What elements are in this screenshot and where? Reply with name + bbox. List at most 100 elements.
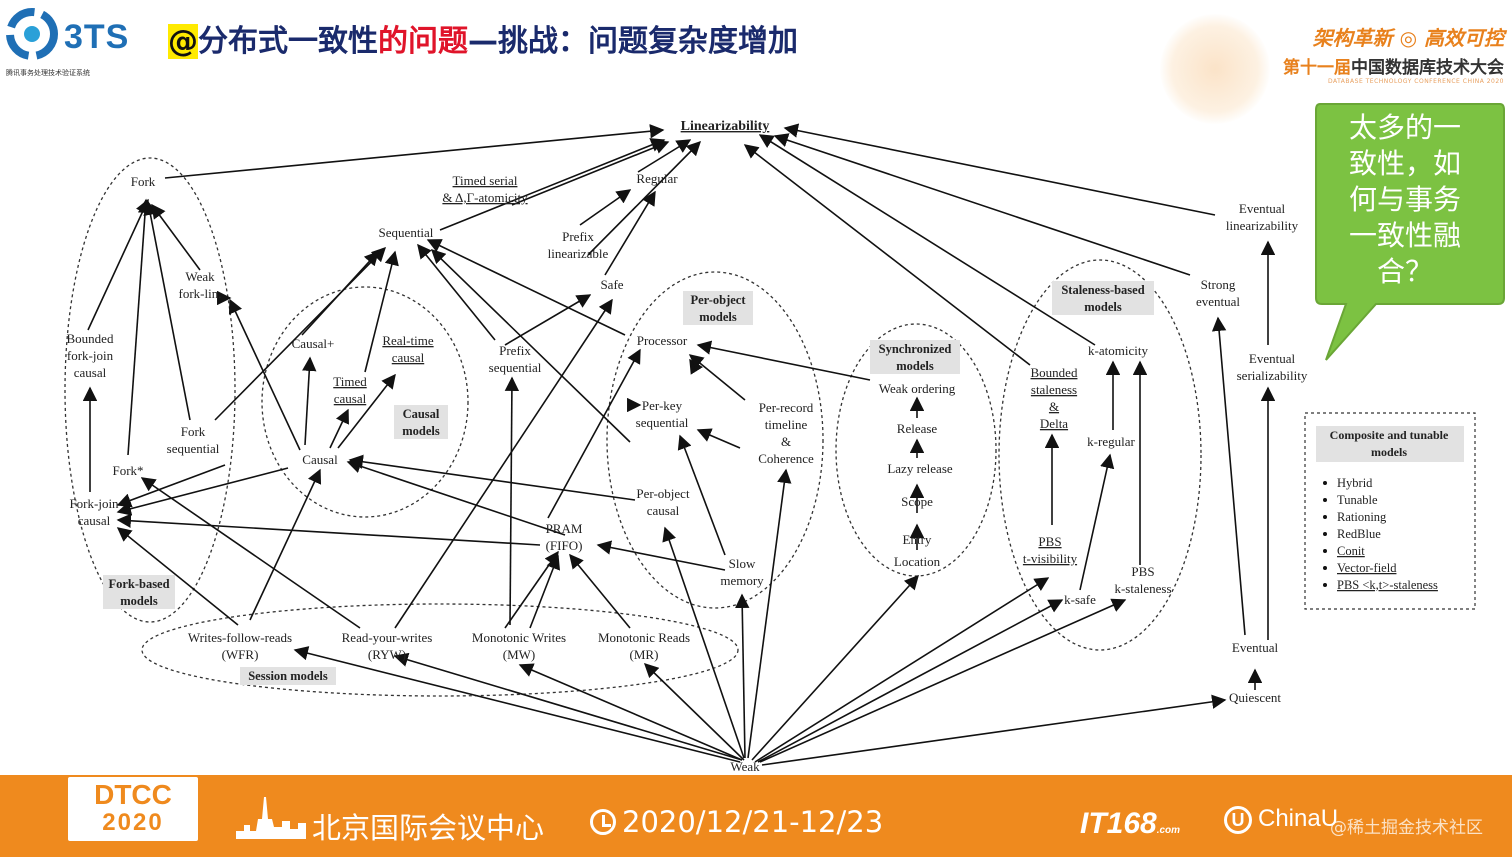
node-weak-ordering: Weak ordering <box>879 381 956 396</box>
3ts-logo: 3TS 腾讯事务处理技术验证系统 <box>6 8 141 78</box>
node-scope: Scope <box>901 494 933 509</box>
node-per-key-sequential-line2: sequential <box>636 415 689 430</box>
callout-line: 何与事务 <box>1348 183 1461 216</box>
node-weak: Weak <box>730 759 760 774</box>
node-pbs-t-visibility: PBS <box>1038 534 1061 549</box>
group-staleness-based-line2: models <box>1084 300 1122 314</box>
node-mr: Monotonic Reads <box>598 630 690 645</box>
node-bounded-fork-join-line3: causal <box>74 365 107 380</box>
group-per-object: Per-object <box>690 293 746 307</box>
callout-line: 合？ <box>1376 255 1433 288</box>
node-entry: Entry <box>903 532 932 547</box>
group-synchronized: Synchronized <box>879 342 952 356</box>
node-k-atomicity: k-atomicity <box>1088 343 1148 358</box>
node-bounded-staleness-line3: & <box>1049 399 1059 414</box>
node-timed-serial: Timed serial <box>453 173 518 188</box>
group-session: Session models <box>248 669 328 683</box>
node-fork-join-causal: Fork-join <box>69 496 119 511</box>
node-regular: Regular <box>636 171 678 186</box>
slide-header: 3TS 腾讯事务处理技术验证系统 @分布式一致性的问题—挑战：问题复杂度增加 架… <box>0 0 1512 124</box>
title-part1: 分布式一致性 <box>198 24 378 59</box>
title-part2: 的问题 <box>378 24 468 59</box>
slide-footer: DTCC 2020 北京国际会议中心 2020/12/21-12/23 IT16… <box>0 775 1512 857</box>
conference-slogan: 架构革新 ◎ 高效可控 <box>1312 26 1504 50</box>
node-pram-line2: (FIFO) <box>546 538 583 553</box>
callout-line: 一致性融 <box>1348 219 1461 252</box>
logo-text: 3TS <box>64 18 130 56</box>
node-causal-plus: Causal+ <box>292 336 335 351</box>
node-eventual-linearizability: Eventual <box>1239 201 1286 216</box>
beijing-skyline-icon <box>236 797 306 839</box>
node-per-record-timeline: Per-record <box>759 400 814 415</box>
callout-line: 太多的一 <box>1348 111 1461 144</box>
node-bounded-staleness-line2: staleness <box>1031 382 1077 397</box>
node-fork-join-causal-line2: causal <box>78 513 111 528</box>
group-per-object-line2: models <box>699 310 737 324</box>
node-pbs-k-staleness: PBS <box>1131 564 1154 579</box>
composite-title: Composite and tunable <box>1330 428 1449 442</box>
node-eventual: Eventual <box>1232 640 1279 655</box>
composite-item: PBS <k,t>-staleness <box>1337 578 1438 592</box>
node-k-safe: k-safe <box>1064 592 1096 607</box>
title-part4: 挑战：问题复杂度增加 <box>498 24 798 59</box>
node-bounded-fork-join: Bounded <box>67 331 114 346</box>
group-synchronized-line2: models <box>896 359 934 373</box>
node-linearizability: Linearizability <box>681 119 770 134</box>
node-strong-eventual: Strong <box>1201 277 1236 292</box>
node-timed-causal: Timed <box>333 374 367 389</box>
it168-logo: IT168.com <box>1080 807 1180 841</box>
node-fork-star: Fork* <box>112 463 143 478</box>
node-timed-causal-line2: causal <box>334 391 367 406</box>
node-ryw: Read-your-writes <box>342 630 433 645</box>
consistency-models-diagram: Linearizability Fork Timed serial & Δ,Γ-… <box>64 103 1505 774</box>
3ts-logo-icon <box>6 8 58 60</box>
staleness-group <box>998 259 1202 651</box>
composite-item: Conit <box>1337 544 1365 558</box>
node-strong-eventual-line2: eventual <box>1196 294 1240 309</box>
node-bounded-staleness-line4: Delta <box>1040 416 1068 431</box>
composite-title-line2: models <box>1371 445 1407 459</box>
group-fork-based: Fork-based <box>108 577 169 591</box>
node-weak-fork-lin-line2: fork-lin. <box>179 286 222 301</box>
title-part3: — <box>468 24 498 59</box>
node-pram: PRAM <box>546 521 583 536</box>
node-real-time-causal: Real-time <box>382 333 433 348</box>
node-wfr: Writes-follow-reads <box>188 630 292 645</box>
node-bounded-fork-join-line2: fork-join <box>67 348 114 363</box>
node-pbs-k-staleness-line2: k-staleness <box>1114 581 1171 596</box>
callout-bubble <box>1315 103 1505 361</box>
conference-branding: 架构革新 ◎ 高效可控 第十一届中国数据库技术大会 DATABASE TECHN… <box>1264 22 1504 92</box>
node-prefix-sequential: Prefix <box>499 343 531 358</box>
group-causal-line2: models <box>402 424 440 438</box>
node-bounded-staleness: Bounded <box>1031 365 1078 380</box>
node-prefix-linearizable-line2: linearizable <box>548 246 609 261</box>
node-fork-sequential-line2: sequential <box>167 441 220 456</box>
node-ryw-line2: (RYW) <box>368 647 406 662</box>
composite-item: Vector-field <box>1337 561 1397 575</box>
node-weak-fork-lin: Weak <box>185 269 215 284</box>
conference-name: 第十一届中国数据库技术大会 <box>1264 53 1504 78</box>
per-object-group <box>606 271 824 609</box>
causal-group <box>261 286 469 518</box>
conference-emblem <box>1160 14 1270 124</box>
node-processor: Processor <box>637 333 688 348</box>
node-causal: Causal <box>302 452 338 467</box>
callout-text: 太多的一 致性，如 何与事务 一致性融 合？ <box>1330 110 1480 290</box>
node-slow-memory: Slow <box>729 556 756 571</box>
node-safe: Safe <box>600 277 623 292</box>
composite-item: Tunable <box>1337 493 1378 507</box>
it168-logo-text: IT168 <box>1080 807 1157 840</box>
node-eventual-serializability: Eventual <box>1249 351 1296 366</box>
slide-title: @分布式一致性的问题—挑战：问题复杂度增加 <box>168 16 798 60</box>
clock-icon <box>590 809 616 835</box>
callout-line: 致性，如 <box>1348 147 1461 180</box>
group-causal: Causal <box>403 407 440 421</box>
node-fork: Fork <box>131 174 156 189</box>
node-real-time-causal-line2: causal <box>392 350 425 365</box>
node-per-record-timeline-line4: Coherence <box>758 451 814 466</box>
logo-subtitle: 腾讯事务处理技术验证系统 <box>6 69 90 77</box>
watermark: @稀土掘金技术社区 <box>1330 818 1483 838</box>
node-mw-line2: (MW) <box>503 647 536 662</box>
conference-name-main: 中国数据库技术大会 <box>1351 58 1504 78</box>
